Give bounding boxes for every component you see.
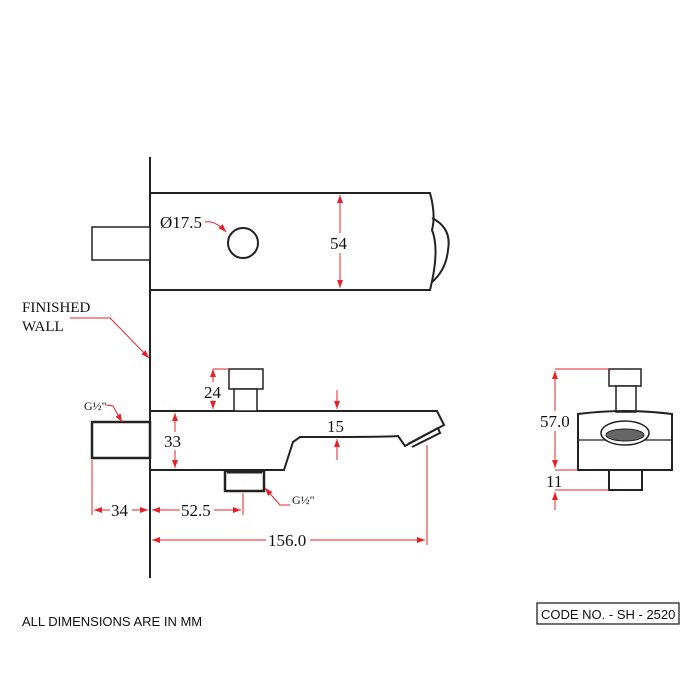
height-top-label: 54 <box>330 234 348 253</box>
hole-diameter-label: Ø17.5 <box>160 213 202 232</box>
diverter-height-label: 24 <box>204 383 222 402</box>
top-view: Ø17.5 54 <box>91 192 450 291</box>
outlet-offset-label: 52.5 <box>181 501 211 520</box>
wall-pipe-length-label: 34 <box>111 501 129 520</box>
front-stem <box>615 385 637 413</box>
code-box <box>536 602 680 625</box>
top-hole <box>227 227 259 259</box>
top-knob <box>431 217 450 283</box>
front-body <box>577 410 673 471</box>
top-body <box>150 192 437 291</box>
spout-projection-label: 156.0 <box>268 531 306 550</box>
units-note: ALL DIMENSIONS ARE IN MM <box>22 614 202 629</box>
body-height-label: 33 <box>164 432 181 451</box>
front-bottom-connector <box>608 469 643 491</box>
side-wall-pipe <box>90 420 152 460</box>
top-wall-pipe <box>91 226 151 261</box>
front-bottom-label: 11 <box>546 472 562 491</box>
aerator-mesh <box>605 428 645 442</box>
code-number: CODE NO. - SH - 2520 <box>541 607 675 622</box>
thread-left-label: G½" <box>84 399 107 413</box>
finished-wall-label-2: WALL <box>22 319 64 335</box>
front-view: 57.0 11 <box>538 368 673 510</box>
diverter-cap <box>228 368 264 390</box>
spout-body <box>150 410 446 471</box>
diverter-stem <box>233 388 258 412</box>
front-cap <box>608 368 642 387</box>
bottom-connector <box>223 469 266 493</box>
thread-bottom-label: G½" <box>292 493 315 507</box>
side-view: 24 33 15 G½" G½" 34 52.5 156.0 <box>84 368 446 550</box>
front-height-label: 57.0 <box>540 412 570 431</box>
spout-thickness-label: 15 <box>327 417 344 436</box>
finished-wall-label: FINISHED <box>22 300 91 316</box>
